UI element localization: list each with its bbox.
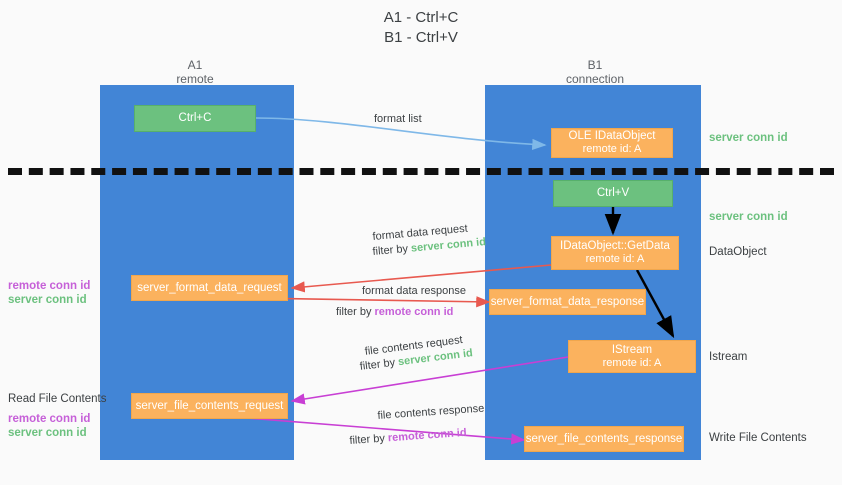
right-label-server-conn-id-top: server conn id (709, 132, 788, 144)
phase-separator (8, 168, 834, 175)
column-header-b1: B1 connection (520, 58, 670, 86)
box-ctrl-v[interactable]: Ctrl+V (553, 180, 673, 207)
box-istream-line1: IStream (611, 343, 653, 356)
column-header-b1-sub: connection (565, 72, 625, 86)
arrow-format-data-request (290, 264, 552, 293)
filter-prefix-2: filter by (336, 306, 375, 318)
box-server-format-data-request-label: server_format_data_request (137, 281, 282, 294)
right-label-istream: Istream (709, 351, 748, 363)
box-server-file-contents-request[interactable]: server_file_contents_request (131, 393, 288, 419)
left-label-remote-conn-id-2: remote conn id (8, 413, 91, 425)
box-server-format-data-request[interactable]: server_format_data_request (131, 275, 288, 301)
box-ole-idataobject-line2: remote id: A (582, 143, 642, 155)
title-line-2: B1 - Ctrl+V (384, 29, 458, 46)
edge-label-format-data-response-filter: filter by remote conn id (336, 305, 453, 319)
box-istream-line2: remote id: A (602, 356, 662, 369)
column-header-a1-name: A1 (187, 58, 203, 72)
column-header-a1-sub: remote (176, 72, 214, 86)
edge-label-format-list: format list (374, 113, 422, 125)
filter-value-2: remote conn id (374, 306, 454, 318)
filter-prefix-4: filter by (349, 432, 389, 447)
box-getdata-line1: IDataObject::GetData (560, 240, 670, 252)
box-ole-idataobject-line1: OLE IDataObject (568, 130, 656, 142)
left-label-read-file-contents: Read File Contents (8, 393, 107, 405)
filter-prefix-1: filter by (372, 242, 412, 258)
edge-label-format-data-response: format data response (362, 285, 466, 297)
title-line-1: A1 - Ctrl+C (383, 9, 459, 26)
box-ctrl-v-label: Ctrl+V (596, 187, 630, 199)
right-label-write-file-contents: Write File Contents (709, 432, 807, 444)
left-label-remote-conn-id-1: remote conn id (8, 280, 91, 292)
box-ctrl-c[interactable]: Ctrl+C (134, 105, 256, 132)
column-header-a1: A1 remote (120, 58, 270, 86)
left-label-server-conn-id-2: server conn id (8, 427, 87, 439)
diagram-title: A1 - Ctrl+C B1 - Ctrl+V (0, 8, 842, 48)
box-istream[interactable]: IStream remote id: A (568, 340, 696, 373)
box-server-file-contents-response[interactable]: server_file_contents_response (524, 426, 684, 452)
left-label-server-conn-id-1: server conn id (8, 294, 87, 306)
arrow-format-list (255, 117, 547, 150)
box-ole-idataobject[interactable]: OLE IDataObject remote id: A (551, 128, 673, 158)
column-header-b1-name: B1 (587, 58, 603, 72)
arrow-getdata-to-istream (635, 269, 675, 339)
box-server-file-contents-request-label: server_file_contents_request (135, 399, 284, 412)
right-label-dataobject: DataObject (709, 246, 767, 258)
box-server-file-contents-response-label: server_file_contents_response (525, 432, 683, 445)
box-server-format-data-response-label: server_format_data_response (490, 295, 645, 308)
box-getdata[interactable]: IDataObject::GetData remote id: A (551, 236, 679, 270)
arrow-file-contents-request (290, 356, 569, 405)
box-ctrl-c-label: Ctrl+C (178, 112, 212, 124)
box-server-format-data-response[interactable]: server_format_data_response (489, 289, 646, 315)
right-label-server-conn-id-mid: server conn id (709, 211, 788, 223)
box-getdata-line2: remote id: A (585, 253, 645, 265)
